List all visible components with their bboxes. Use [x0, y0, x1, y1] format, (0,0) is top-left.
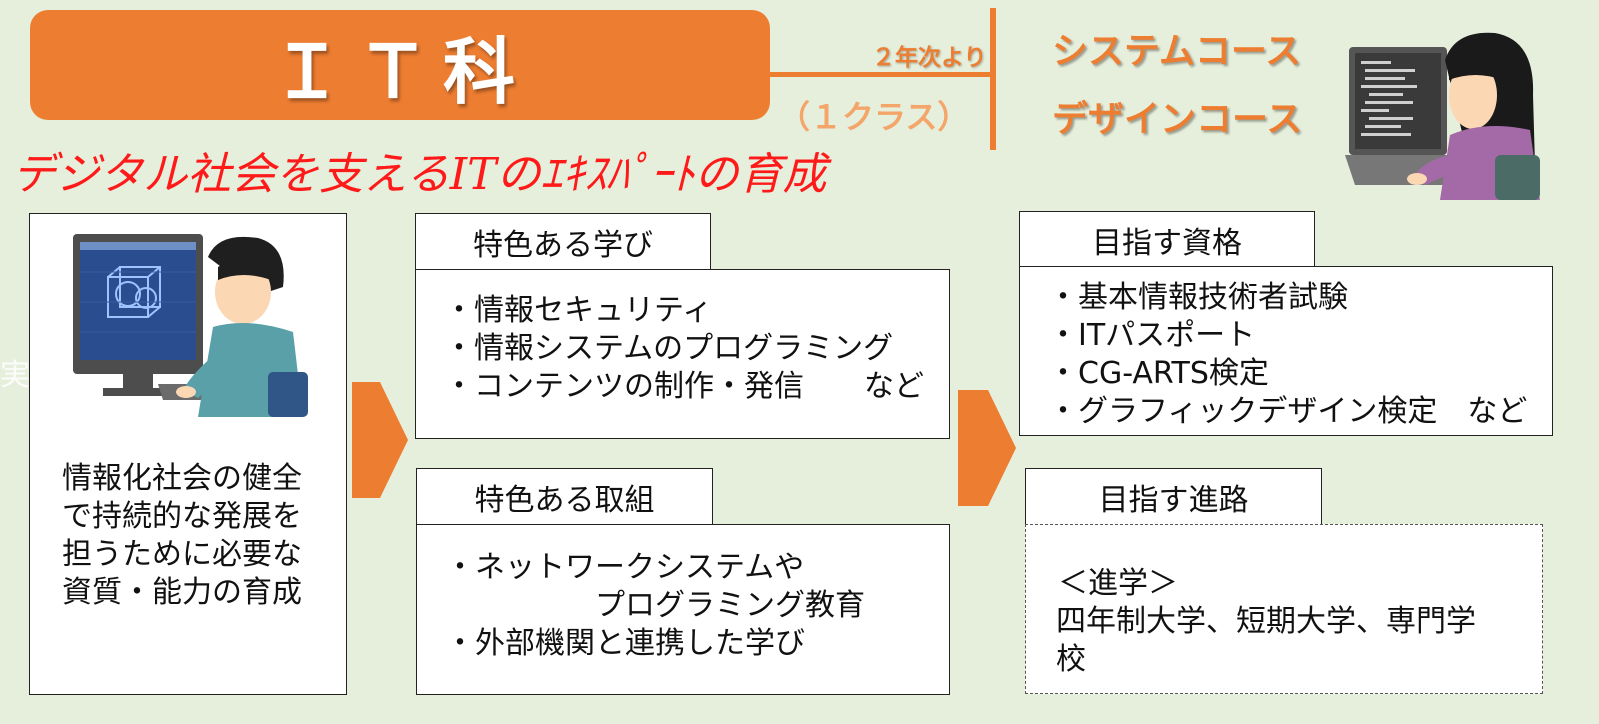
list-item: ・外部機関と連携した学び: [445, 626, 805, 661]
description-line: 情報化社会の健全: [62, 461, 302, 496]
course-design: デザインコース: [1052, 99, 1303, 140]
title-banner: ＩＴ科: [30, 10, 770, 120]
divider-line: [990, 8, 996, 150]
career-category: ＜進学＞: [1058, 566, 1178, 601]
list-item: ・基本情報技術者試験: [1048, 280, 1348, 315]
features-learning-box: ・情報セキュリティ ・情報システムのプログラミング ・コンテンツの制作・発信 な…: [415, 269, 950, 439]
career-line: 校: [1056, 642, 1086, 677]
description-line: 担うために必要な: [62, 537, 302, 572]
connector-line: [770, 72, 994, 77]
department-title: ＩＴ科: [270, 29, 529, 114]
list-item: ・ネットワークシステムや: [445, 550, 805, 585]
features-learning-list: ・情報セキュリティ ・情報システムのプログラミング ・コンテンツの制作・発信 な…: [444, 292, 924, 406]
description-line: 資質・能力の育成: [62, 575, 302, 610]
career-line: 四年制大学、短期大学、専門学: [1056, 604, 1476, 639]
target-career-box: ＜進学＞ 四年制大学、短期大学、専門学 校: [1025, 524, 1543, 694]
target-qualifications-heading: 目指す資格: [1019, 211, 1315, 267]
list-item: プログラミング教育: [445, 588, 865, 623]
list-item: ・CG-ARTS検定: [1048, 356, 1269, 391]
list-item: ・ITパスポート: [1048, 318, 1256, 353]
list-item: ・コンテンツの制作・発信 など: [444, 369, 924, 404]
left-panel: 情報化社会の健全 で持続的な発展を 担うために必要な 資質・能力の育成: [29, 213, 347, 695]
left-panel-description: 情報化社会の健全 で持続的な発展を 担うために必要な 資質・能力の育成: [62, 460, 302, 612]
year-note: ２年次より: [872, 45, 987, 71]
description-line: で持続的な発展を: [62, 499, 302, 534]
list-item: ・情報システムのプログラミング: [444, 331, 894, 366]
woman-at-laptop-illustration: [1345, 25, 1545, 200]
class-count: （１クラス）: [778, 98, 970, 136]
features-learning-heading: 特色ある学び: [415, 213, 711, 270]
course-system: システムコース: [1052, 31, 1302, 72]
list-item: ・情報セキュリティ: [444, 293, 713, 328]
features-initiatives-list: ・ネットワークシステムや プログラミング教育 ・外部機関と連携した学び: [445, 549, 865, 663]
list-item: ・グラフィックデザイン検定 など: [1048, 394, 1528, 429]
target-qualifications-list: ・基本情報技術者試験 ・ITパスポート ・CG-ARTS検定 ・グラフィックデザ…: [1048, 279, 1527, 431]
arrow-right-icon: [352, 382, 408, 498]
target-career-heading: 目指す進路: [1025, 468, 1322, 525]
student-at-computer-illustration: [68, 232, 313, 417]
features-initiatives-heading: 特色ある取組: [416, 468, 713, 525]
arrow-right-icon: [958, 390, 1016, 506]
features-initiatives-box: ・ネットワークシステムや プログラミング教育 ・外部機関と連携した学び: [416, 524, 950, 695]
target-qualifications-box: ・基本情報技術者試験 ・ITパスポート ・CG-ARTS検定 ・グラフィックデザ…: [1019, 266, 1553, 436]
subtitle: デジタル社会を支えるITのｴｷｽﾊﾟｰﾄの育成: [12, 149, 827, 200]
